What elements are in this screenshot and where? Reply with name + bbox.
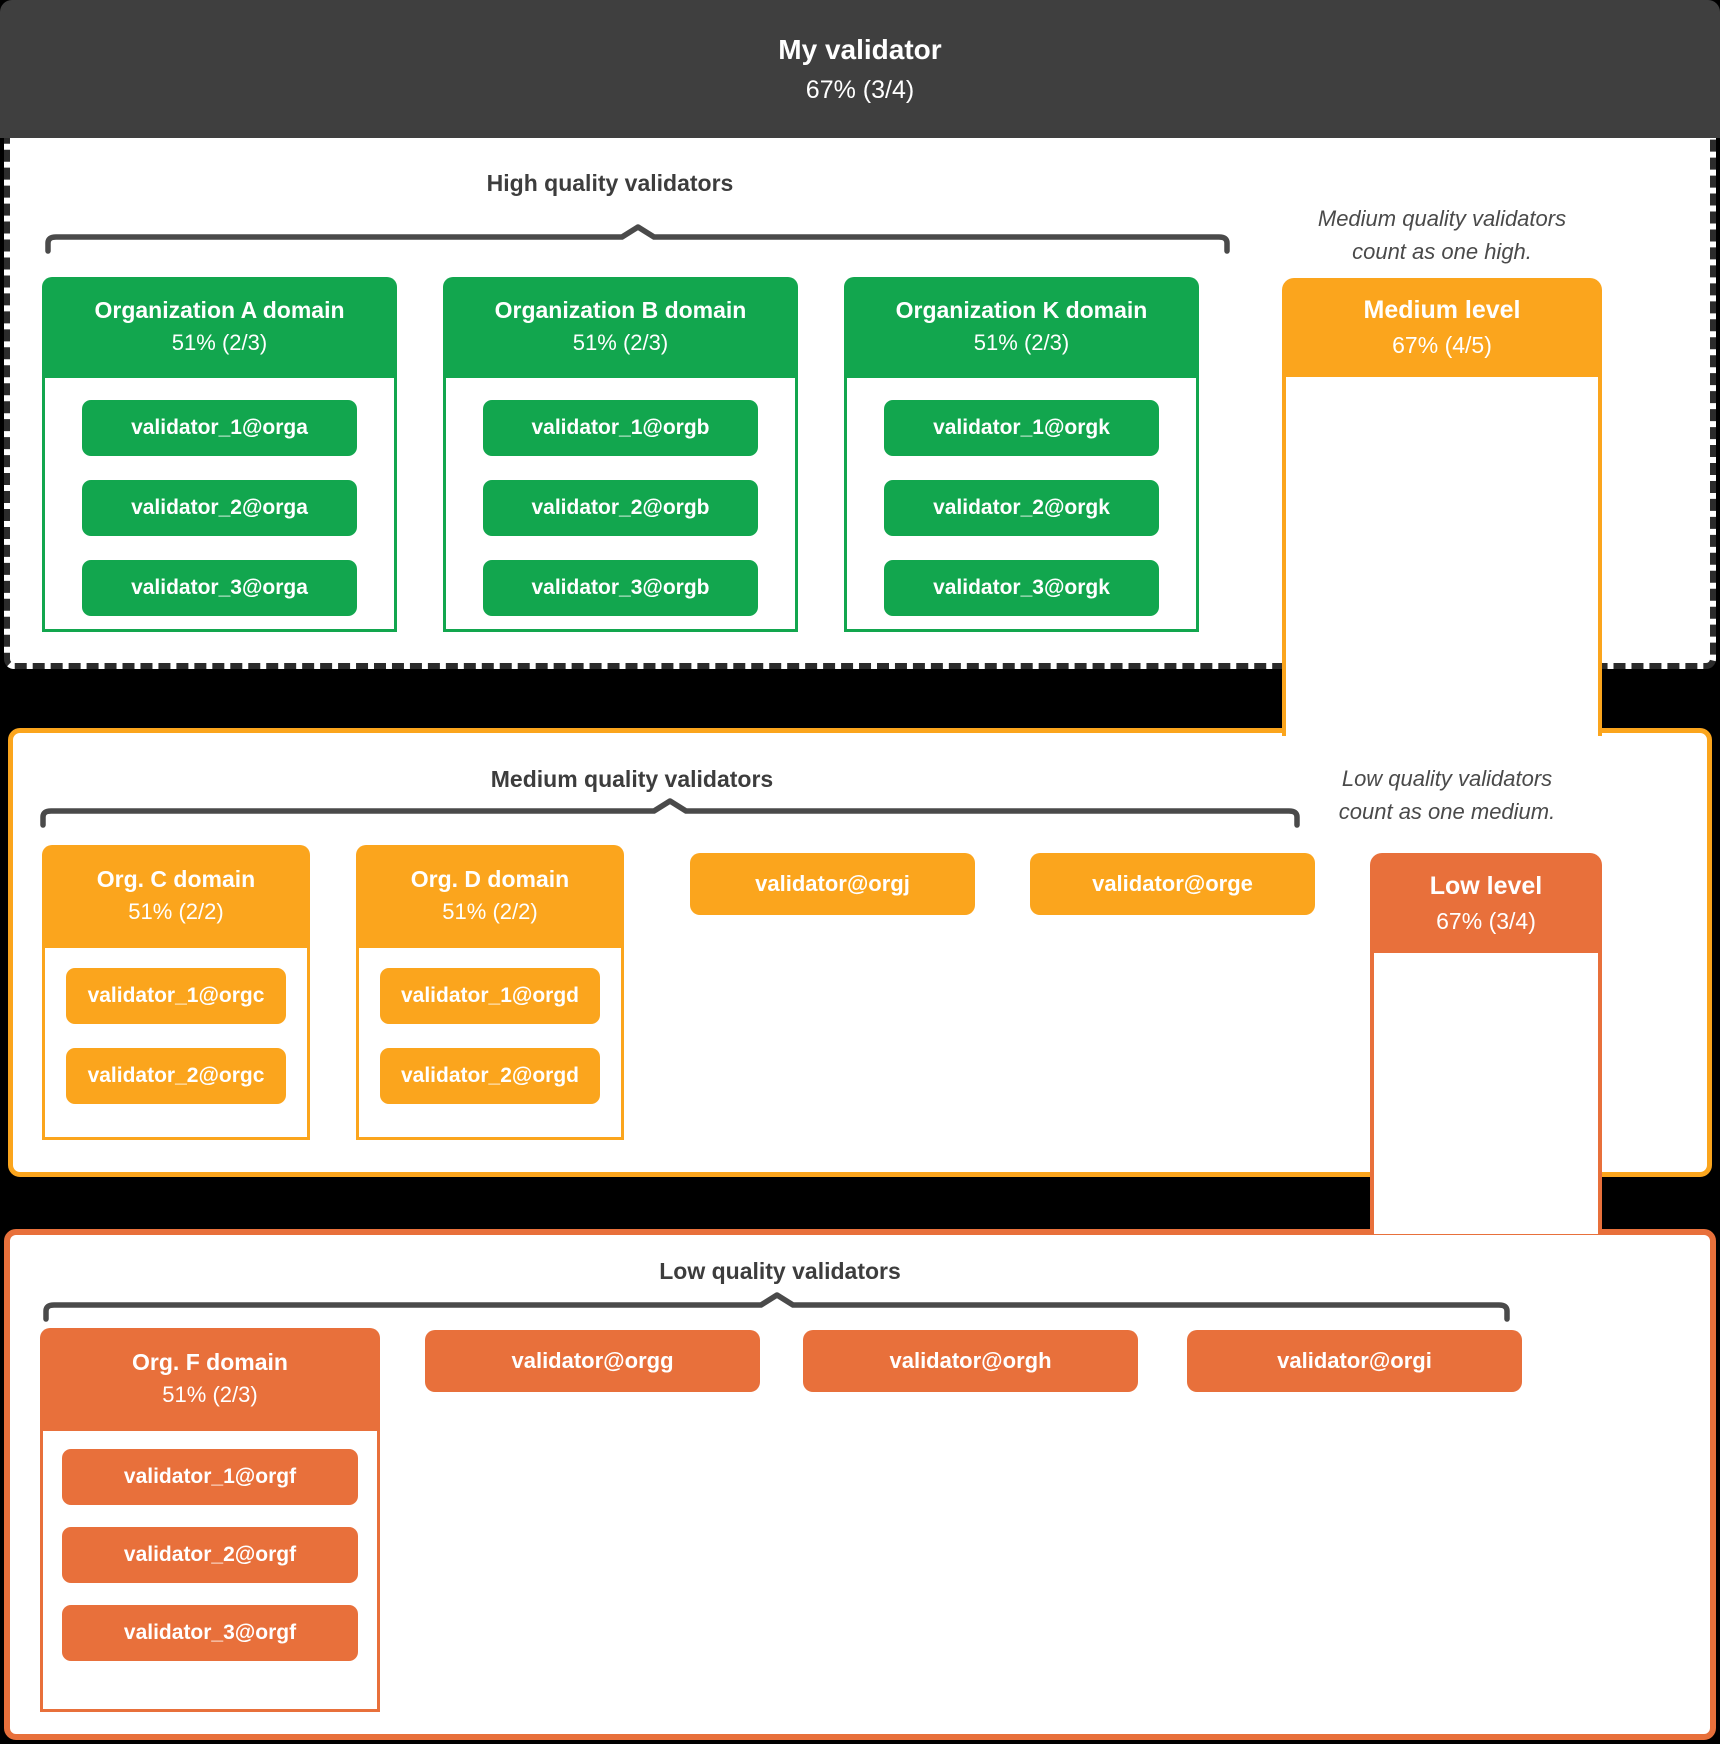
validator-pill: validator_3@orgb (483, 560, 758, 616)
validator-pill-orgj: validator@orgj (690, 853, 975, 915)
org-body: validator_1@orgf validator_2@orgf valida… (40, 1428, 380, 1712)
org-box-orga: Organization A domain 51% (2/3) validato… (42, 277, 397, 632)
medium-brace (40, 798, 1300, 828)
org-header: Org. F domain 51% (2/3) (40, 1328, 380, 1428)
low-brace (43, 1292, 1510, 1322)
validator-pill-orgg: validator@orgg (425, 1330, 760, 1392)
org-title: Organization A domain (94, 296, 345, 323)
validator-pill: validator_1@orgf (62, 1449, 358, 1505)
validator-pill: validator_1@orga (82, 400, 357, 456)
validator-pill-orge: validator@orge (1030, 853, 1315, 915)
org-title: Org. C domain (96, 865, 256, 892)
org-body: validator_1@orgc validator_2@orgc (42, 945, 310, 1140)
low-level-header: Low level 67% (3/4) (1370, 853, 1602, 953)
validator-pill: validator_2@orgc (66, 1048, 286, 1104)
validator-pill: validator_1@orgk (884, 400, 1159, 456)
note-line: count as one high. (1352, 239, 1532, 264)
validator-pill: validator_2@orgf (62, 1527, 358, 1583)
org-title: Organization K domain (895, 296, 1148, 323)
validator-pill-orgh: validator@orgh (803, 1330, 1138, 1392)
low-section-heading: Low quality validators (659, 1258, 901, 1284)
org-body: validator_1@orgb validator_2@orgb valida… (443, 375, 798, 632)
org-box-orgk: Organization K domain 51% (2/3) validato… (844, 277, 1199, 632)
org-threshold: 51% (2/3) (572, 329, 669, 355)
org-threshold: 51% (2/3) (973, 329, 1070, 355)
high-section-heading: High quality validators (486, 170, 734, 196)
validator-pill: validator_3@orgf (62, 1605, 358, 1661)
validator-pill: validator_2@orgk (884, 480, 1159, 536)
validator-pill: validator_3@orgk (884, 560, 1159, 616)
org-body: validator_1@orga validator_2@orga valida… (42, 375, 397, 632)
validator-pill: validator_1@orgc (66, 968, 286, 1024)
org-title: Org. F domain (132, 1348, 288, 1375)
my-validator-threshold: 67% (3/4) (805, 75, 915, 104)
low-level-title: Low level (1429, 871, 1543, 900)
medium-counts-note: Medium quality validators count as one h… (1282, 202, 1602, 268)
validator-pill: validator_3@orga (82, 560, 357, 616)
validator-pill: validator_1@orgb (483, 400, 758, 456)
org-header: Organization K domain 51% (2/3) (844, 277, 1199, 375)
medium-level-connector-body (1282, 377, 1602, 736)
org-header: Org. C domain 51% (2/2) (42, 845, 310, 945)
validator-pill-orgi: validator@orgi (1187, 1330, 1522, 1392)
low-level-box: Low level 67% (3/4) (1370, 853, 1602, 1234)
org-threshold: 51% (2/2) (442, 898, 538, 924)
medium-level-title: Medium level (1363, 296, 1521, 324)
validator-pill: validator_2@orgb (483, 480, 758, 536)
org-box-orgf: Org. F domain 51% (2/3) validator_1@orgf… (40, 1328, 380, 1712)
org-title: Org. D domain (410, 865, 570, 892)
org-threshold: 51% (2/2) (128, 898, 224, 924)
org-header: Organization B domain 51% (2/3) (443, 277, 798, 375)
low-level-connector-body (1370, 953, 1602, 1234)
low-level-threshold: 67% (3/4) (1436, 907, 1536, 934)
note-line: Medium quality validators (1317, 206, 1567, 231)
validator-pill: validator_1@orgd (380, 968, 600, 1024)
org-box-orgd: Org. D domain 51% (2/2) validator_1@orgd… (356, 845, 624, 1140)
low-counts-note: Low quality validators count as one medi… (1287, 762, 1607, 828)
medium-level-box: Medium level 67% (4/5) (1282, 278, 1602, 736)
my-validator-title: My validator (778, 33, 942, 65)
org-box-orgb: Organization B domain 51% (2/3) validato… (443, 277, 798, 632)
medium-section-heading: Medium quality validators (490, 766, 774, 792)
my-validator-bar: My validator 67% (3/4) (0, 0, 1720, 138)
org-title: Organization B domain (494, 296, 747, 323)
org-body: validator_1@orgd validator_2@orgd (356, 945, 624, 1140)
org-body: validator_1@orgk validator_2@orgk valida… (844, 375, 1199, 632)
note-line: count as one medium. (1338, 799, 1556, 824)
org-header: Organization A domain 51% (2/3) (42, 277, 397, 375)
medium-level-threshold: 67% (4/5) (1392, 332, 1492, 358)
note-line: Low quality validators (1341, 766, 1553, 791)
validator-pill: validator_2@orgd (380, 1048, 600, 1104)
high-brace (45, 224, 1230, 254)
validator-pill: validator_2@orga (82, 480, 357, 536)
org-threshold: 51% (2/3) (171, 329, 268, 355)
medium-level-header: Medium level 67% (4/5) (1282, 278, 1602, 377)
org-threshold: 51% (2/3) (162, 1381, 258, 1407)
org-header: Org. D domain 51% (2/2) (356, 845, 624, 945)
org-box-orgc: Org. C domain 51% (2/2) validator_1@orgc… (42, 845, 310, 1140)
